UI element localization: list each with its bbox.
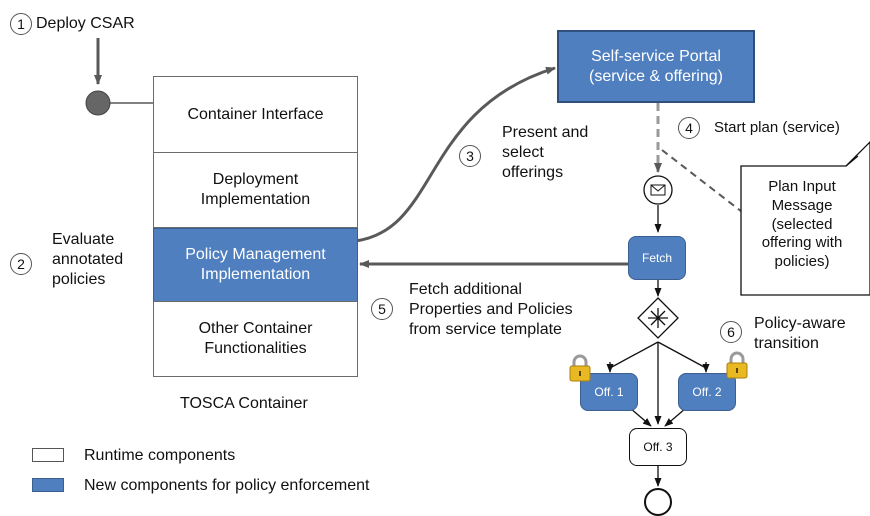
step-label-start-plan: Start plan (service): [714, 119, 840, 136]
step-number-6: 6: [720, 321, 742, 343]
message-start-event: [643, 175, 673, 205]
policy-management-box: Policy Management Implementation: [153, 228, 358, 302]
step-number-3: 3: [459, 145, 481, 167]
plan-input-message-note: Plan Input Message (selected offering wi…: [761, 178, 843, 270]
step-number-5: 5: [371, 298, 393, 320]
offering-3-task: Off. 3: [629, 428, 687, 466]
lock-icon: [726, 351, 748, 379]
step-number-4: 4: [678, 117, 700, 139]
offering-2-task: Off. 2: [678, 373, 736, 411]
step-label-policy-aware-transition: Policy-aware transition: [754, 315, 846, 352]
complex-gateway: [637, 297, 679, 339]
flow-off2-off3: [664, 407, 687, 427]
legend-swatch-new: [32, 478, 64, 492]
legend-label-runtime: Runtime components: [84, 447, 236, 464]
note-association: [661, 149, 747, 216]
self-service-portal-box: Self-service Portal (service & offering): [557, 30, 755, 103]
legend-label-new: New components for policy enforcement: [84, 477, 370, 494]
fetch-task: Fetch: [628, 236, 686, 280]
deployment-implementation-box: Deployment Implementation: [153, 152, 358, 228]
lock-icon: [569, 354, 591, 382]
other-functionalities-box: Other Container Functionalities: [153, 301, 358, 377]
flow-off1-off3: [629, 407, 652, 427]
container-interface-box: Container Interface: [153, 76, 358, 153]
present-offerings-arrow: [354, 66, 556, 243]
step-number-2: 2: [10, 253, 32, 275]
end-event: [644, 488, 672, 516]
step-label-evaluate-policies: Evaluate annotated policies: [52, 231, 124, 288]
step-number-1: 1: [10, 13, 32, 35]
legend-swatch-runtime: [32, 448, 64, 462]
step-label-fetch-properties: Fetch additional Properties and Policies…: [409, 281, 573, 338]
step-label-present-offerings: Present and select offerings: [502, 124, 589, 181]
flow-gw-off1: [609, 341, 659, 369]
tosca-container-caption: TOSCA Container: [180, 395, 308, 412]
flow-gw-off2: [657, 341, 707, 369]
plan-input-message-note-shape: [740, 141, 870, 296]
step-label-deploy-csar: Deploy CSAR: [36, 15, 135, 32]
interface-ball: [85, 90, 111, 116]
